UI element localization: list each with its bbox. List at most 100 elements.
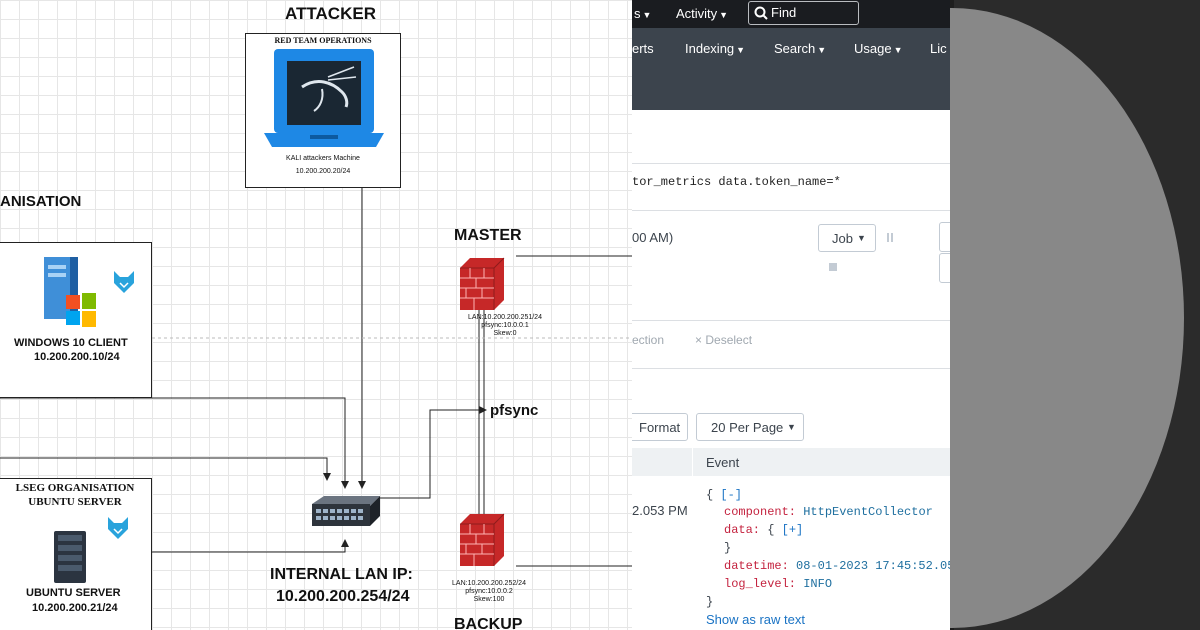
red-team-title: RED TEAM OPERATIONS: [274, 36, 372, 45]
stop-icon[interactable]: [829, 263, 837, 271]
expand-toggle[interactable]: [+]: [781, 523, 804, 537]
master-heading: MASTER: [454, 227, 522, 244]
windows-server-icon: [44, 257, 96, 327]
json-data-close: }: [724, 541, 732, 555]
find-input[interactable]: Find: [748, 1, 859, 25]
event-column-header[interactable]: Event: [706, 455, 740, 470]
kali-laptop-icon: [264, 49, 384, 147]
nav-license-label: Lic: [930, 41, 947, 56]
json-brace: {: [767, 523, 775, 537]
json-open-brace-text: {: [706, 488, 714, 502]
messages-menu[interactable]: s▼: [634, 6, 651, 21]
deselect-label: Deselect: [705, 333, 753, 347]
json-log-level-row: log_level: INFO: [724, 577, 832, 591]
nav-alerts-label: erts: [632, 41, 654, 56]
chevron-down-icon: ▼: [857, 233, 866, 243]
nav-usage-label: Usage: [854, 41, 892, 56]
backup-pfsync: pfsync:10.0.0.2: [465, 588, 513, 595]
deselect-link[interactable]: × Deselect: [695, 333, 752, 347]
column-divider: [692, 448, 693, 476]
json-key: data:: [724, 523, 761, 537]
json-key: component:: [724, 505, 797, 519]
export-button[interactable]: [939, 253, 950, 283]
attacker-heading: ATTACKER: [285, 4, 376, 23]
backup-heading: BACKUP: [454, 616, 523, 630]
divider: [632, 210, 950, 211]
splunk-top-bar: s▼ Activity▼ Find: [632, 0, 950, 28]
zoom-to-selection[interactable]: ection: [632, 333, 665, 347]
backup-firewall-icon: [460, 513, 505, 566]
divider: [632, 163, 950, 164]
share-button[interactable]: [939, 222, 950, 252]
show-raw-text-link[interactable]: Show as raw text: [706, 612, 805, 627]
kali-ip: 10.200.200.20/24: [295, 168, 351, 175]
ubuntu-server-icon: [54, 531, 86, 583]
results-table-header: Event: [632, 448, 950, 476]
attacker-box: RED TEAM OPERATIONS KALI attackers Machi…: [245, 33, 401, 188]
activity-menu-label: Activity: [676, 6, 718, 21]
windows-ip: 10.200.200.10/24: [34, 351, 120, 363]
divider: [632, 320, 950, 321]
chevron-down-icon: ▼: [736, 45, 746, 55]
master-lan: LAN:10.200.200.251/24: [468, 314, 542, 321]
json-key: datetime:: [724, 559, 789, 573]
master-skew: Skew:0: [493, 330, 517, 337]
splunk-nav-bar: erts Indexing▼ Search▼ Usage▼ Lic: [632, 28, 950, 110]
backup-skew: Skew:100: [473, 596, 505, 603]
chevron-down-icon: ▼: [787, 422, 796, 432]
nav-usage[interactable]: Usage▼: [854, 41, 903, 56]
per-page-button[interactable]: 20 Per Page ▼: [696, 413, 804, 441]
decorative-panel: [950, 0, 1200, 630]
search-query[interactable]: tor_metrics data.token_name=*: [632, 175, 841, 189]
chevron-down-icon: ▼: [642, 10, 652, 20]
time-range: 00 AM): [632, 230, 674, 245]
master-firewall-icon: [460, 257, 505, 310]
connection-lines: [0, 188, 632, 567]
chevron-down-icon: ▼: [893, 45, 903, 55]
pause-icon[interactable]: [887, 233, 889, 242]
json-value[interactable]: 08-01-2023 17:45:52.053 +0: [796, 559, 950, 573]
nav-indexing[interactable]: Indexing▼: [685, 41, 745, 56]
format-button[interactable]: Format: [632, 413, 688, 441]
pfsync-label: pfsync: [490, 402, 539, 419]
decorative-circle: [950, 8, 1184, 628]
activity-menu[interactable]: Activity▼: [676, 6, 728, 21]
nav-indexing-label: Indexing: [685, 41, 735, 56]
job-button[interactable]: Job ▼: [818, 224, 876, 252]
search-icon: [754, 6, 768, 20]
ubuntu-ip: 10.200.200.21/24: [32, 602, 118, 614]
nav-alerts[interactable]: erts: [632, 41, 654, 56]
windows-label: WINDOWS 10 CLIENT: [14, 337, 128, 349]
find-placeholder: Find: [771, 5, 797, 20]
kali-caption: KALI attackers Machine: [286, 155, 360, 162]
ubuntu-server-box: LSEG ORGANISATION UBUNTU SERVER UBUNTU S…: [0, 478, 152, 630]
json-value[interactable]: HttpEventCollector: [803, 505, 933, 519]
lseg-title-line2: UBUNTU SERVER: [28, 496, 122, 508]
chevron-down-icon: ▼: [719, 10, 729, 20]
divider: [632, 368, 950, 369]
json-datetime-row: datetime: 08-01-2023 17:45:52.053 +0: [724, 559, 950, 573]
json-component-row: component: HttpEventCollector: [724, 505, 933, 519]
ubuntu-label: UBUNTU SERVER: [26, 587, 121, 599]
json-value[interactable]: INFO: [803, 577, 833, 591]
master-pfsync: pfsync:10.0.0.1: [481, 322, 529, 329]
splunk-search-window: s▼ Activity▼ Find erts Indexing▼ Search▼…: [632, 0, 950, 630]
fox-logo-icon: [108, 517, 128, 539]
json-close-brace: }: [706, 595, 714, 609]
network-switch-icon: [312, 496, 380, 526]
nav-license[interactable]: Lic: [930, 41, 947, 56]
close-icon: ×: [695, 333, 703, 347]
json-key: log_level:: [724, 577, 797, 591]
pause-icon-bar: [891, 233, 893, 242]
chevron-down-icon: ▼: [817, 45, 827, 55]
json-open-brace: { [-]: [706, 488, 742, 502]
organisation-heading: ANISATION: [0, 193, 82, 210]
internal-lan-ip: 10.200.200.254/24: [276, 588, 410, 605]
backup-lan: LAN:10.200.200.252/24: [452, 580, 526, 587]
nav-search[interactable]: Search▼: [774, 41, 826, 56]
lseg-title-line1: LSEG ORGANISATION: [15, 482, 135, 494]
network-diagram: ATTACKER RED TEAM OPERATIONS KALI attack…: [0, 0, 632, 630]
internal-lan-label: INTERNAL LAN IP:: [270, 566, 413, 583]
collapse-toggle[interactable]: [-]: [720, 488, 743, 502]
nav-search-label: Search: [774, 41, 816, 56]
